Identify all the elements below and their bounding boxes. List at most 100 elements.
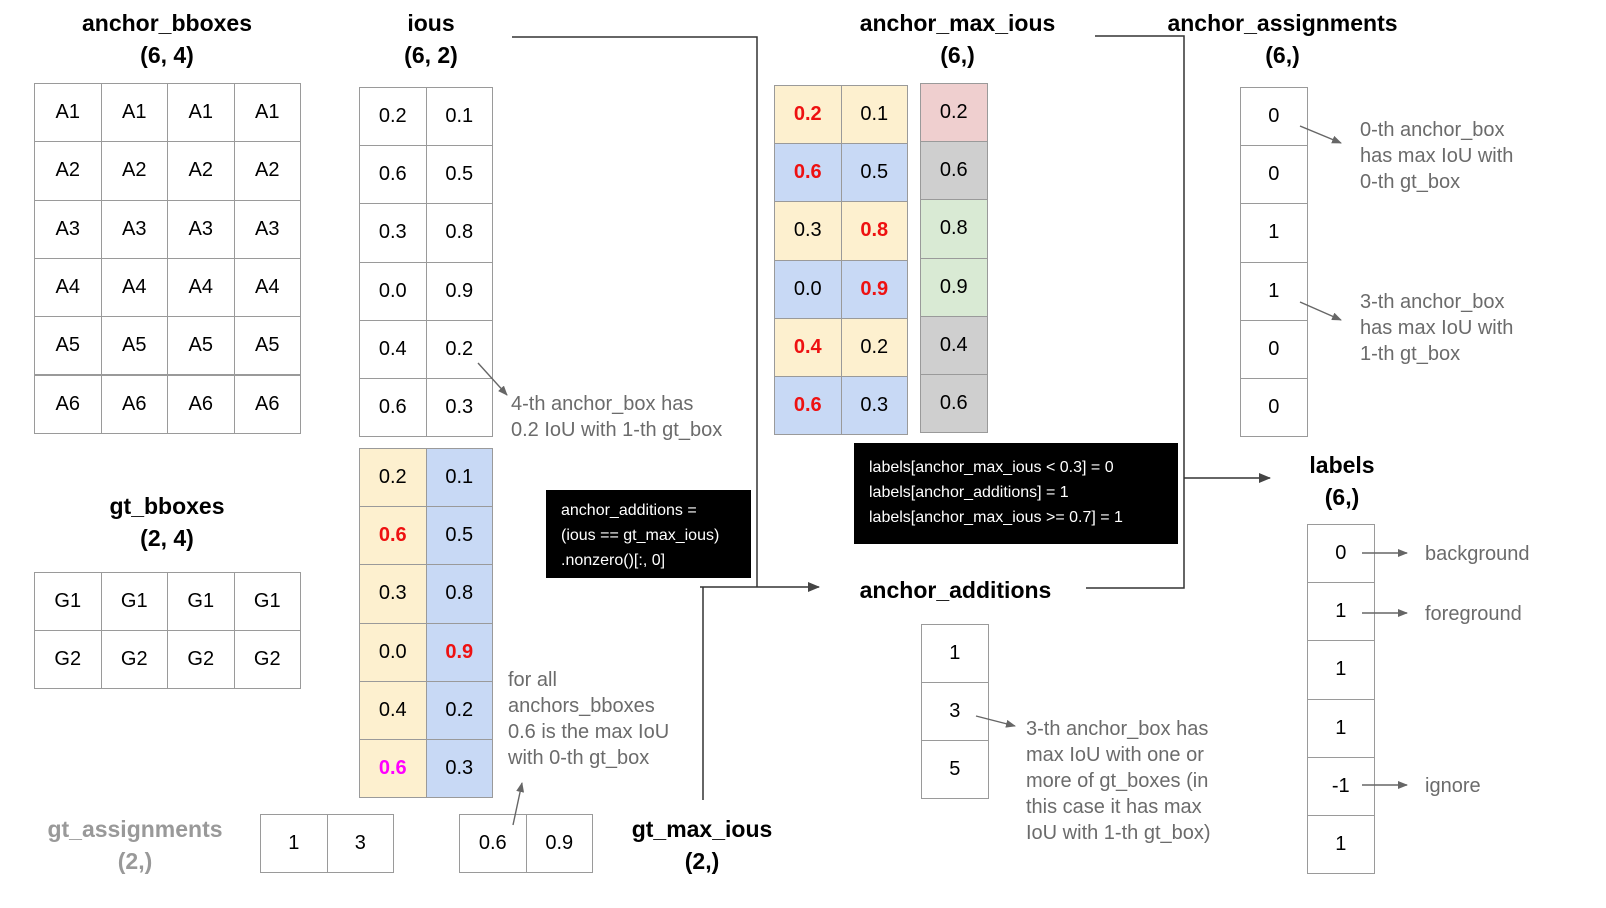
label-cell: -1 (1307, 756, 1375, 816)
anchor-bbox-cell: A3 (167, 199, 235, 259)
anchor-max-ious-shape: (6,) (940, 42, 975, 68)
labels-shape: (6,) (1324, 484, 1360, 510)
iou-cell: 0.5 (425, 145, 493, 205)
anchor-bboxes-title: anchor_bboxes (6, 4) (67, 7, 267, 71)
gt-bbox-cell: G2 (167, 630, 235, 689)
anchor-addition-cell: 5 (921, 740, 989, 799)
iou-colored-cell: 0.0 (359, 622, 427, 682)
anchor-max-iou-pair-cell: 0.2 (840, 317, 908, 377)
anchor-bbox-cell: A2 (233, 141, 301, 201)
gt-max-ious-shape: (2,) (684, 848, 720, 874)
anchor-bboxes-name: anchor_bboxes (82, 10, 252, 36)
iou-colored-cell: 0.3 (359, 564, 427, 624)
label-ignore: ignore (1425, 775, 1481, 797)
iou-colored-cell: 0.1 (425, 448, 493, 508)
gt-max-iou-cell: 0.9 (525, 814, 593, 873)
anchor-additions-code: anchor_additions = (ious == gt_max_ious)… (546, 490, 751, 578)
iou-colored-cell: 0.8 (425, 564, 493, 624)
gt-bbox-cell: G2 (34, 630, 102, 689)
iou-colored-cell: 0.5 (425, 506, 493, 566)
iou-cell: 0.3 (425, 378, 493, 438)
ious-colored-note-arrow (512, 782, 525, 826)
label-cell: 1 (1307, 698, 1375, 758)
anchor-bbox-cell: A1 (34, 83, 102, 143)
gt-assignments-shape: (2,) (117, 848, 153, 874)
anchor-bbox-cell: A5 (34, 316, 102, 376)
ious-connector (512, 36, 758, 587)
anchor-assignments-note-2: 3-th anchor_box has max IoU with 1-th gt… (1360, 291, 1514, 365)
ious-colored-note: for all anchors_bboxes 0.6 is the max Io… (508, 669, 670, 769)
labels-title: labels (6,) (1292, 449, 1392, 513)
anchor-bboxes-shape: (6, 4) (140, 42, 194, 68)
anchor-bbox-cell: A3 (233, 199, 301, 259)
gt-max-iou-cell: 0.6 (459, 814, 527, 873)
iou-colored-cell: 0.6 (359, 739, 427, 799)
labels-name: labels (1309, 452, 1375, 478)
anchor-max-iou-pair-cell: 0.5 (840, 143, 908, 203)
ious-name: ious (407, 10, 455, 36)
ious-note-arrow (477, 362, 508, 396)
anchor-assignment-cell: 0 (1240, 87, 1308, 147)
labels-code: labels[anchor_max_ious < 0.3] = 0 labels… (854, 443, 1178, 544)
iou-cell: 0.6 (359, 378, 427, 438)
anchor-max-iou-pair-cell: 0.1 (840, 85, 908, 145)
anchor-additions-note: 3-th anchor_box has max IoU with one or … (1026, 718, 1211, 844)
ious-note: 4-th anchor_box has 0.2 IoU with 1-th gt… (511, 393, 723, 441)
anchor-additions-title: anchor_additions (838, 574, 1073, 606)
gt-bbox-cell: G1 (34, 572, 102, 631)
anchor-bbox-cell: A1 (167, 83, 235, 143)
anchor-assignments-arrow-2 (1299, 301, 1342, 321)
anchor-max-ious-name: anchor_max_ious (859, 10, 1056, 36)
gt-max-ious-title: gt_max_ious (2,) (612, 813, 792, 877)
anchor-additions-name: anchor_additions (859, 577, 1052, 603)
gt-bbox-cell: G2 (233, 630, 301, 689)
iou-cell: 0.6 (359, 145, 427, 205)
iou-cell: 0.8 (425, 203, 493, 263)
anchor-max-iou-cell: 0.6 (920, 141, 988, 201)
gt-max-ious-name: gt_max_ious (631, 816, 773, 842)
label-background: background (1425, 543, 1530, 565)
anchor-bbox-cell: A6 (233, 374, 301, 434)
label-foreground: foreground (1425, 603, 1522, 625)
anchor-assignments-name: anchor_assignments (1167, 10, 1398, 36)
label-cell: 1 (1307, 582, 1375, 642)
label-cell: 1 (1307, 815, 1375, 875)
gt-bboxes-name: gt_bboxes (109, 493, 225, 519)
anchor-bbox-cell: A5 (167, 316, 235, 376)
anchor-assignment-cell: 0 (1240, 145, 1308, 205)
gt-assignment-cell: 1 (260, 814, 328, 873)
anchor-bbox-cell: A1 (100, 83, 168, 143)
ious-shape: (6, 2) (404, 42, 458, 68)
anchor-max-iou-cell: 0.6 (920, 374, 988, 434)
iou-colored-cell: 0.9 (425, 622, 493, 682)
anchor-bbox-cell: A6 (100, 374, 168, 434)
gt-bboxes-shape: (2, 4) (140, 525, 194, 551)
anchor-bbox-cell: A5 (233, 316, 301, 376)
ious-title: ious (6, 2) (381, 7, 481, 71)
label-cell: 1 (1307, 640, 1375, 700)
gt-bboxes-title: gt_bboxes (2, 4) (67, 490, 267, 554)
anchor-bbox-cell: A1 (233, 83, 301, 143)
gt-assignment-cell: 3 (326, 814, 394, 873)
iou-colored-cell: 0.2 (359, 448, 427, 508)
anchor-bbox-cell: A2 (34, 141, 102, 201)
iou-colored-cell: 0.6 (359, 506, 427, 566)
iou-cell: 0.1 (425, 87, 493, 147)
anchor-assignments-title: anchor_assignments (6,) (1145, 7, 1420, 71)
gt-bbox-cell: G1 (167, 572, 235, 631)
anchor-bbox-cell: A2 (100, 141, 168, 201)
anchor-max-iou-cell: 0.2 (920, 83, 988, 143)
anchor-assignment-cell: 1 (1240, 261, 1308, 321)
iou-cell: 0.2 (425, 319, 493, 379)
anchor-max-ious-title: anchor_max_ious (6,) (840, 7, 1075, 71)
anchor-max-iou-pair-cell: 0.8 (840, 201, 908, 261)
anchor-assignment-cell: 0 (1240, 378, 1308, 438)
anchor-max-iou-pair-cell: 0.6 (774, 143, 842, 203)
amax-to-labels-connector (1086, 35, 1185, 589)
anchor-additions-note-arrow (975, 715, 1016, 728)
anchor-max-iou-cell: 0.4 (920, 315, 988, 375)
anchor-assignments-arrow-1 (1299, 125, 1342, 144)
iou-cell: 0.0 (359, 261, 427, 321)
anchor-bbox-cell: A2 (167, 141, 235, 201)
